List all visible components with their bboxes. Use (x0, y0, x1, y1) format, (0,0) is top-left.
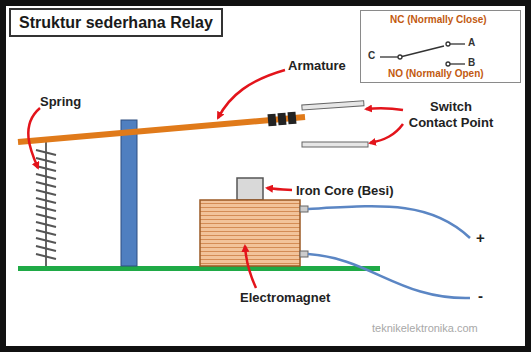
wire (308, 254, 470, 298)
terminal-letter: A (468, 37, 475, 49)
part-label: Electromagnet (240, 290, 330, 306)
contact-label: NC (Normally Close) (390, 14, 487, 26)
part-label: Spring (40, 94, 81, 110)
armature-bar (18, 117, 305, 142)
terminal-letter: B (468, 57, 475, 69)
wire (308, 206, 470, 238)
inset-frame (361, 11, 521, 83)
switch-legend-box: NC (Normally Close) A C BNO (Normally Open) (360, 10, 521, 83)
base-plate (18, 266, 380, 271)
armature-contact (267, 112, 296, 127)
iron-core (237, 178, 263, 200)
spring (36, 140, 56, 266)
switch-symbol (380, 42, 465, 66)
leader-arrows (28, 70, 403, 288)
part-label: Iron Core (Besi) (296, 183, 394, 199)
part-label: Armature (288, 58, 346, 74)
terminal-letter: C (368, 50, 375, 62)
contact-plates (302, 101, 368, 147)
terminal-sign: - (478, 287, 483, 305)
pivot-post (121, 120, 137, 266)
coil (200, 200, 300, 266)
title: Struktur sederhana Relay (9, 8, 223, 37)
terminal-sign: + (476, 229, 485, 247)
contact-label: NO (Normally Open) (388, 68, 484, 80)
part-label: Switch Contact Point (406, 99, 496, 130)
watermark: teknikelektronika.com (372, 322, 478, 335)
